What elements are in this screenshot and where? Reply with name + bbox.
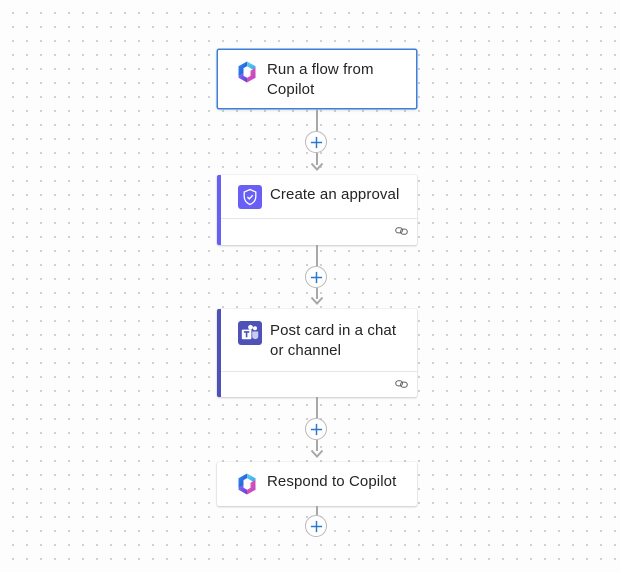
action-card-post-card-in-chat[interactable]: Post card in a chat or channel: [217, 309, 417, 397]
connector-arrow-icon: [310, 449, 324, 458]
link-icon[interactable]: [395, 225, 408, 237]
connector-line: [316, 153, 318, 165]
connector-line: [316, 397, 318, 418]
action-card-create-approval[interactable]: Create an approval: [217, 175, 417, 245]
card-footer: [221, 218, 417, 243]
trigger-card-run-flow-from-copilot[interactable]: Run a flow from Copilot: [217, 49, 417, 109]
add-action-button[interactable]: [305, 131, 327, 153]
connector-line: [316, 245, 318, 266]
copilot-icon: [235, 472, 259, 496]
link-icon[interactable]: [395, 378, 408, 390]
add-action-button[interactable]: [305, 266, 327, 288]
copilot-icon: [235, 60, 259, 84]
plus-icon: [310, 136, 322, 148]
teams-icon: [238, 321, 262, 345]
connector-arrow-icon: [310, 296, 324, 305]
step-title: Post card in a chat or channel: [270, 322, 397, 359]
step-title: Create an approval: [270, 186, 400, 203]
connector-line: [316, 440, 318, 451]
step-title: Respond to Copilot: [267, 473, 397, 490]
add-action-button[interactable]: [305, 515, 327, 537]
action-card-respond-to-copilot[interactable]: Respond to Copilot: [217, 462, 417, 506]
connector-line: [316, 288, 318, 299]
plus-icon: [310, 520, 322, 532]
plus-icon: [310, 271, 322, 283]
card-footer: [221, 371, 417, 396]
add-action-button[interactable]: [305, 418, 327, 440]
connector-arrow-icon: [310, 162, 324, 171]
connector-line: [316, 506, 318, 515]
approvals-icon: [238, 185, 262, 209]
plus-icon: [310, 423, 322, 435]
step-title: Run a flow from Copilot: [267, 61, 374, 98]
connector-line: [316, 109, 318, 131]
